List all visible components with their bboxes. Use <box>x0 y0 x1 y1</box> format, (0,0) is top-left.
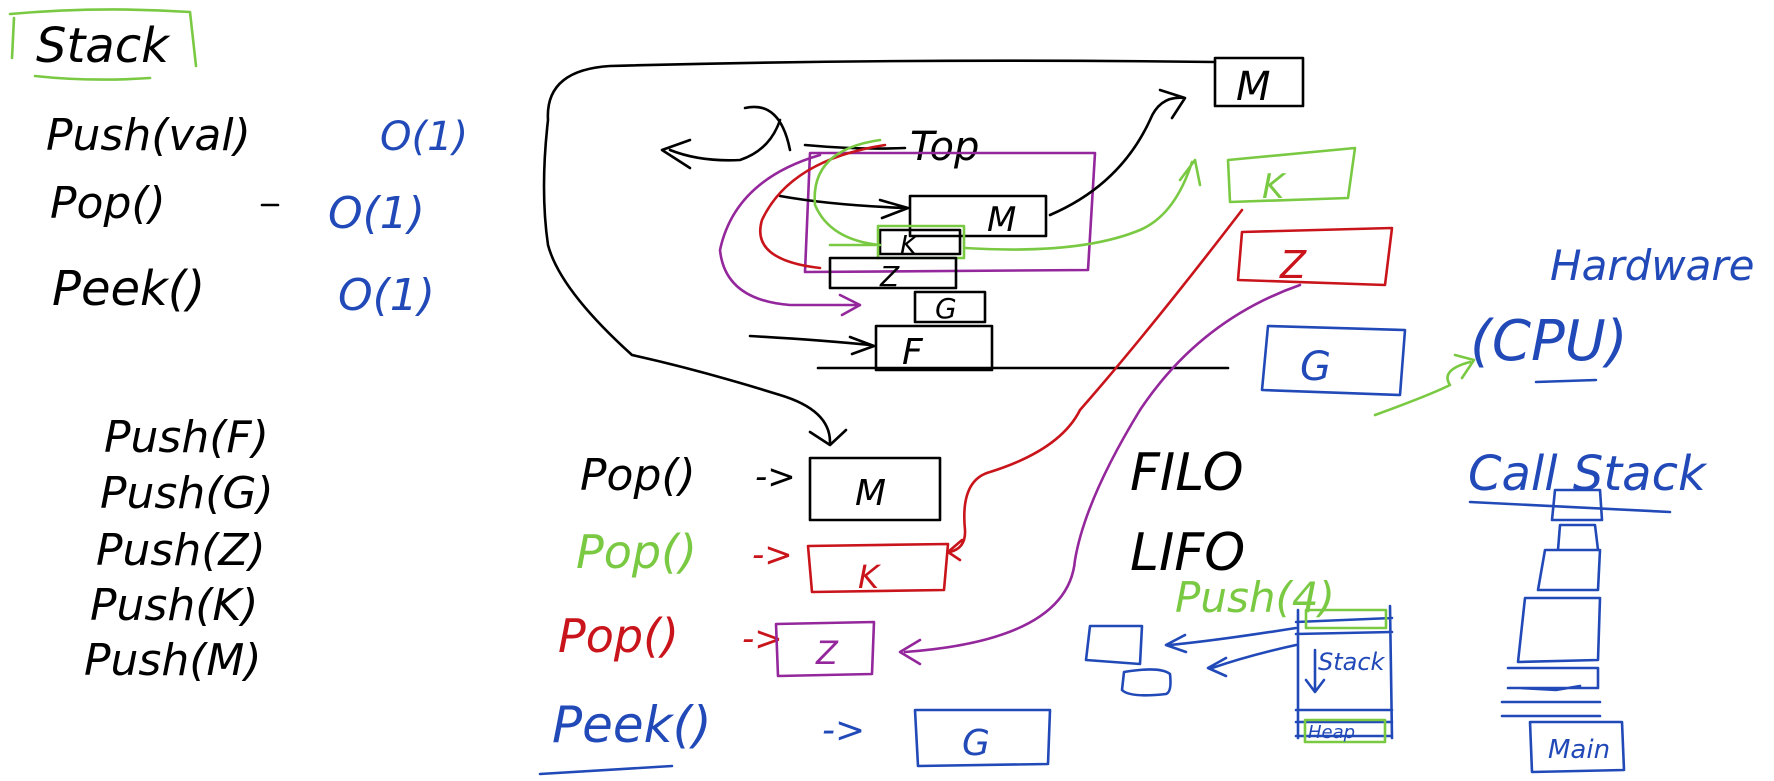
title-frame <box>8 8 198 81</box>
push-seq-1: Push(F) <box>104 412 269 463</box>
op-peek-complexity: O(1) <box>338 270 435 321</box>
moved-item-g <box>1260 324 1407 397</box>
arrow-m-out <box>1048 88 1187 217</box>
stack-item-k <box>878 228 962 256</box>
callstack-frames <box>1500 488 1604 718</box>
stack-item-m <box>908 194 1048 238</box>
arrow-to-cpu <box>1373 353 1476 417</box>
callstack-label: Call Stack <box>1468 446 1708 502</box>
arrow-to-m <box>778 194 910 220</box>
pop-1-arrow: -> <box>755 457 796 497</box>
purple-return-arrow <box>898 283 1302 666</box>
moved-item-k-label: K <box>1262 167 1287 207</box>
op-peek: Peek() <box>52 261 205 317</box>
push-seq-3: Push(Z) <box>96 525 266 576</box>
stack-item-f-label: F <box>902 332 924 373</box>
pop-2-arrow: -> <box>752 535 793 575</box>
pop-1-value: M <box>855 473 886 514</box>
red-return-arrow <box>946 208 1244 562</box>
purple-stack-frame <box>803 151 1097 274</box>
pop-1-box <box>808 456 942 522</box>
callstack-underline <box>1468 500 1672 514</box>
callstack-main-label: Main <box>1548 735 1610 765</box>
op-push-complexity: O(1) <box>380 114 468 160</box>
pop-2-label: Pop() <box>576 525 697 579</box>
memory-arrow-3 <box>1304 648 1326 694</box>
memory-stack-label: Stack <box>1318 648 1386 676</box>
stack-item-f <box>874 324 994 372</box>
big-loop-arrow <box>542 59 1217 447</box>
op-pop: Pop() <box>50 178 166 229</box>
order-lifo: LIFO <box>1130 523 1245 583</box>
callstack-main-frame <box>1528 720 1626 774</box>
memory-push-label: Push(4) <box>1175 573 1335 622</box>
memory-top-slot <box>1304 608 1388 630</box>
stack-item-z <box>828 256 958 290</box>
memory-block-2 <box>1120 668 1172 697</box>
top-label: Top <box>910 124 979 170</box>
arrow-k-out <box>963 158 1202 251</box>
arrow-to-f <box>748 334 876 356</box>
moved-item-z-label: Z <box>1279 243 1307 287</box>
pop-3-value: Z <box>815 634 839 672</box>
memory-heap-label: Heap <box>1308 722 1355 743</box>
moved-item-m-label: M <box>1236 64 1271 110</box>
memory-arrow-1 <box>1164 626 1298 654</box>
peek-label: Peek() <box>552 696 712 754</box>
peek-box <box>913 708 1052 768</box>
loop-curve <box>743 105 792 152</box>
stack-item-z-label: Z <box>879 260 900 293</box>
green-curve <box>813 138 882 247</box>
purple-wrap-arrow <box>718 153 862 317</box>
hardware-label: Hardware <box>1550 241 1754 290</box>
cpu-underline <box>1534 378 1598 384</box>
cpu-label: (CPU) <box>1470 309 1628 374</box>
memory-column <box>1294 604 1394 740</box>
memory-heap-slot <box>1303 718 1387 744</box>
pop-2-value: K <box>858 558 882 596</box>
pop-3-label: Pop() <box>558 609 679 663</box>
moved-item-k <box>1226 146 1357 204</box>
pop-2-box <box>806 542 950 594</box>
push-seq-4: Push(K) <box>90 580 258 631</box>
peek-underline <box>538 764 674 776</box>
top-pointer <box>803 143 907 150</box>
op-pop-complexity: O(1) <box>328 188 425 239</box>
stack-item-g <box>913 290 987 324</box>
moved-item-z <box>1236 226 1394 287</box>
order-filo: FILO <box>1130 443 1244 503</box>
red-curve <box>759 143 887 270</box>
memory-arrow-2 <box>1206 643 1298 678</box>
back-arrow-left <box>660 118 782 170</box>
stack-item-k-label: K <box>900 231 919 261</box>
push-seq-5: Push(M) <box>84 635 262 686</box>
stack-item-m-label: M <box>987 200 1016 240</box>
push-seq-2: Push(G) <box>100 468 274 519</box>
peek-arrow: -> <box>822 710 865 751</box>
moved-item-m <box>1213 56 1305 108</box>
title: Stack <box>36 18 171 74</box>
op-push: Push(val) <box>46 110 251 161</box>
stack-item-g-label: G <box>935 292 957 325</box>
memory-block-1 <box>1084 624 1144 666</box>
pop-1-label: Pop() <box>580 450 696 501</box>
moved-item-g-label: G <box>1300 344 1331 390</box>
pop-3-box <box>774 620 876 678</box>
peek-value: G <box>962 723 990 764</box>
